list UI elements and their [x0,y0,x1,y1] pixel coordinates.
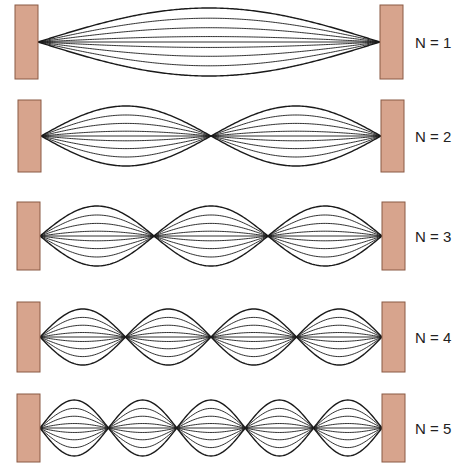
string-rest [40,337,382,338]
string-curve [40,215,382,236]
end-support [17,202,40,270]
end-support [18,100,41,172]
mode-row [17,202,405,270]
string-curve [40,400,382,428]
string-curve [40,236,382,257]
mode-label: N = 5 [415,421,451,436]
string-curve [40,236,382,241]
string-curve [40,337,382,357]
string-rest [41,136,381,137]
string-curve [40,206,382,236]
end-support [17,302,40,372]
string-curve [38,28,380,42]
string-curve [40,424,382,428]
string-curve [40,309,382,337]
string-curve [40,236,382,266]
string-curve [40,223,382,236]
end-support [382,394,405,462]
string-curve [40,317,382,337]
string-curve [40,428,382,456]
end-support [17,394,40,462]
string-rest [40,236,382,237]
string-curve [40,337,382,365]
mode-row [17,302,405,372]
mode-row [18,100,404,172]
string-curve [40,416,382,428]
end-support [15,5,38,79]
mode-label: N = 2 [415,129,451,144]
mode-row [17,394,405,462]
string-curve [41,123,381,136]
string-curve [38,42,380,76]
string-rest [38,42,380,43]
string-curve [40,428,382,432]
string-rest [40,428,382,429]
string-curve [40,236,382,249]
string-curve [38,8,380,42]
string-curve [40,231,382,236]
string-curve [38,42,380,47]
mode-label: N = 3 [415,229,451,244]
string-curve [40,428,382,440]
mode-row [15,5,403,79]
string-curve [40,408,382,428]
end-support [382,202,405,270]
end-support [382,302,405,372]
end-support [381,100,404,172]
string-curve [40,428,382,448]
mode-label: N = 1 [415,35,451,50]
string-curve [40,337,382,349]
string-curve [41,106,381,136]
string-curve [41,136,381,157]
string-curve [41,136,381,149]
string-curve [41,115,381,136]
mode-label: N = 4 [415,330,451,345]
string-curve [38,42,380,66]
string-curve [41,136,381,166]
end-support [380,5,403,79]
string-curve [38,18,380,42]
string-curve [38,42,380,56]
string-curve [40,325,382,337]
string-curve [38,37,380,42]
